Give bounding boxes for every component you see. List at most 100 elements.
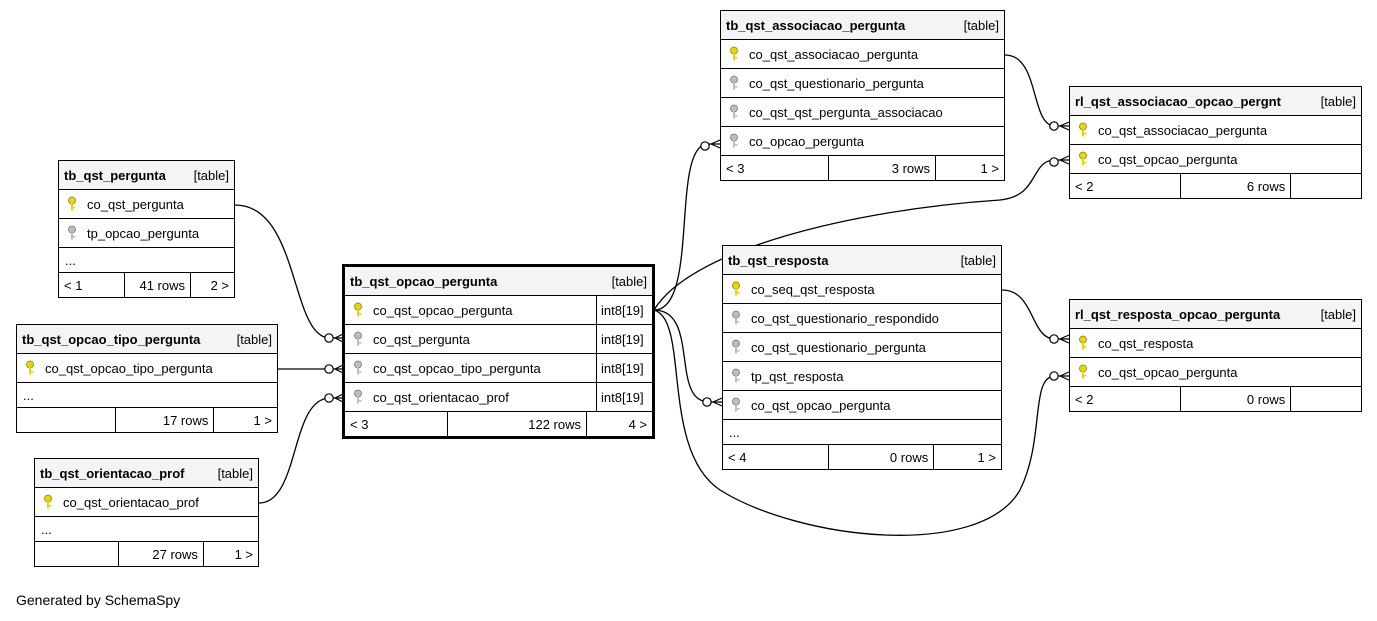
table-header: tb_qst_orientacao_prof [table] xyxy=(35,459,258,488)
column-row[interactable]: co_qst_questionario_respondido xyxy=(723,304,1001,333)
column-row[interactable]: co_qst_qst_pergunta_associacao xyxy=(721,98,1004,127)
children-count[interactable] xyxy=(1291,387,1361,411)
children-count[interactable]: 1 > xyxy=(977,449,996,465)
table-footer: < 2 0 rows xyxy=(1070,387,1361,411)
table-name: rl_qst_resposta_opcao_pergunta xyxy=(1075,306,1281,322)
row-count: 0 rows xyxy=(829,445,935,469)
table-name: tb_qst_orientacao_prof xyxy=(40,465,185,481)
children-count[interactable]: 1 > xyxy=(980,160,999,176)
column-row[interactable]: co_qst_orientacao_prof xyxy=(35,488,258,517)
column-row[interactable]: co_qst_opcao_pergunta xyxy=(1070,145,1361,174)
column-row[interactable]: tp_qst_resposta xyxy=(723,362,1001,391)
column-row[interactable]: co_qst_questionario_pergunta xyxy=(721,69,1004,98)
relationship-edge xyxy=(653,143,720,311)
table-type: [table] xyxy=(963,17,999,33)
column-row[interactable]: co_seq_qst_resposta xyxy=(723,275,1001,304)
foreign-key-icon xyxy=(732,368,740,383)
foreign-key-icon xyxy=(732,310,740,325)
column-type: int8[19] xyxy=(596,354,652,382)
table-header: rl_qst_resposta_opcao_pergunta [table] xyxy=(1070,300,1361,329)
table-name: tb_qst_associacao_pergunta xyxy=(726,17,906,33)
primary-key-icon xyxy=(26,360,34,375)
column-row[interactable]: co_opcao_pergunta xyxy=(721,127,1004,156)
table-rl-qst-associacao-opcao-pergnt[interactable]: rl_qst_associacao_opcao_pergnt [table] c… xyxy=(1069,86,1362,199)
foreign-key-icon xyxy=(730,75,738,90)
table-header: tb_qst_pergunta [table] xyxy=(59,161,234,190)
foreign-key-icon xyxy=(730,104,738,119)
table-type: [table] xyxy=(611,273,647,289)
table-tb-qst-pergunta[interactable]: tb_qst_pergunta [table] co_qst_pergunta … xyxy=(58,160,235,298)
column-name: co_qst_questionario_respondido xyxy=(751,310,939,326)
table-tb-qst-resposta[interactable]: tb_qst_resposta [table] co_seq_qst_respo… xyxy=(722,245,1002,470)
column-row[interactable]: tp_opcao_pergunta xyxy=(59,219,234,248)
column-row[interactable]: co_qst_associacao_pergunta xyxy=(721,40,1004,69)
primary-key-icon xyxy=(1079,335,1087,350)
foreign-key-icon xyxy=(354,389,362,404)
column-name: co_qst_questionario_pergunta xyxy=(751,339,926,355)
column-name: co_qst_opcao_pergunta xyxy=(373,302,513,318)
more-columns: ... xyxy=(17,383,277,408)
column-row[interactable]: co_qst_opcao_pergunta xyxy=(723,391,1001,420)
relationship-edge xyxy=(653,309,1069,536)
children-count[interactable]: 4 > xyxy=(628,416,647,432)
table-name: tb_qst_opcao_tipo_pergunta xyxy=(22,331,201,347)
table-tb-qst-opcao-tipo-pergunta[interactable]: tb_qst_opcao_tipo_pergunta [table] co_qs… xyxy=(16,324,278,433)
column-row[interactable]: co_qst_pergunta xyxy=(59,190,234,219)
column-row[interactable]: co_qst_associacao_pergunta xyxy=(1070,116,1361,145)
table-header: rl_qst_associacao_opcao_pergnt [table] xyxy=(1070,87,1361,116)
table-tb-qst-orientacao-prof[interactable]: tb_qst_orientacao_prof [table] co_qst_or… xyxy=(34,458,259,567)
column-row[interactable]: co_qst_opcao_tipo_pergunta xyxy=(17,354,277,383)
foreign-key-icon xyxy=(732,397,740,412)
table-tb-qst-associacao-pergunta[interactable]: tb_qst_associacao_pergunta [table] co_qs… xyxy=(720,10,1005,181)
generated-by-label: Generated by SchemaSpy xyxy=(16,592,181,608)
table-type: [table] xyxy=(1320,306,1356,322)
parents-count[interactable]: < 2 xyxy=(1070,387,1181,411)
row-count: 122 rows xyxy=(448,412,587,436)
parents-count[interactable]: < 2 xyxy=(1070,174,1181,198)
column-row[interactable]: co_qst_opcao_pergunta xyxy=(1070,358,1361,387)
primary-key-icon xyxy=(354,302,362,317)
column-row[interactable]: co_qst_questionario_pergunta xyxy=(723,333,1001,362)
children-count[interactable]: 1 > xyxy=(234,546,254,562)
column-name: co_qst_opcao_pergunta xyxy=(751,397,891,413)
children-count[interactable]: 1 > xyxy=(253,412,272,428)
parents-count[interactable]: < 1 xyxy=(59,273,125,297)
row-count: 17 rows xyxy=(116,408,215,432)
table-footer: < 4 0 rows 1 > xyxy=(723,445,1001,469)
table-footer: 27 rows 1 > xyxy=(35,542,258,566)
parents-count[interactable]: < 3 xyxy=(721,156,829,180)
column-name: co_qst_qst_pergunta_associacao xyxy=(749,104,943,120)
table-header: tb_qst_associacao_pergunta [table] xyxy=(721,11,1004,40)
row-count: 27 rows xyxy=(119,542,204,566)
more-columns: ... xyxy=(59,248,234,273)
children-count[interactable]: 2 > xyxy=(210,277,229,293)
column-name: co_qst_orientacao_prof xyxy=(63,494,199,510)
table-rl-qst-resposta-opcao-pergunta[interactable]: rl_qst_resposta_opcao_pergunta [table] c… xyxy=(1069,299,1362,412)
table-footer: 17 rows 1 > xyxy=(17,408,277,432)
more-columns: ... xyxy=(723,420,1001,445)
table-tb-qst-opcao-pergunta[interactable]: tb_qst_opcao_pergunta [table] co_qst_opc… xyxy=(342,264,655,439)
column-name: co_qst_opcao_tipo_pergunta xyxy=(45,360,213,376)
parents-count[interactable]: < 3 xyxy=(345,412,448,436)
more-columns: ... xyxy=(35,517,258,542)
row-count: 3 rows xyxy=(829,156,937,180)
table-type: [table] xyxy=(236,331,272,347)
table-header: tb_qst_opcao_pergunta [table] xyxy=(345,267,652,296)
foreign-key-icon xyxy=(68,225,76,240)
foreign-key-icon xyxy=(732,339,740,354)
parents-count[interactable] xyxy=(35,542,120,566)
primary-key-icon xyxy=(730,46,738,61)
parents-count[interactable]: < 4 xyxy=(723,445,829,469)
children-count[interactable] xyxy=(1291,174,1361,198)
primary-key-icon xyxy=(1079,122,1087,137)
column-row[interactable]: co_qst_resposta xyxy=(1070,329,1361,358)
table-type: [table] xyxy=(1320,93,1356,109)
foreign-key-icon xyxy=(730,133,738,148)
table-footer: < 1 41 rows 2 > xyxy=(59,273,234,297)
parents-count[interactable] xyxy=(17,408,116,432)
